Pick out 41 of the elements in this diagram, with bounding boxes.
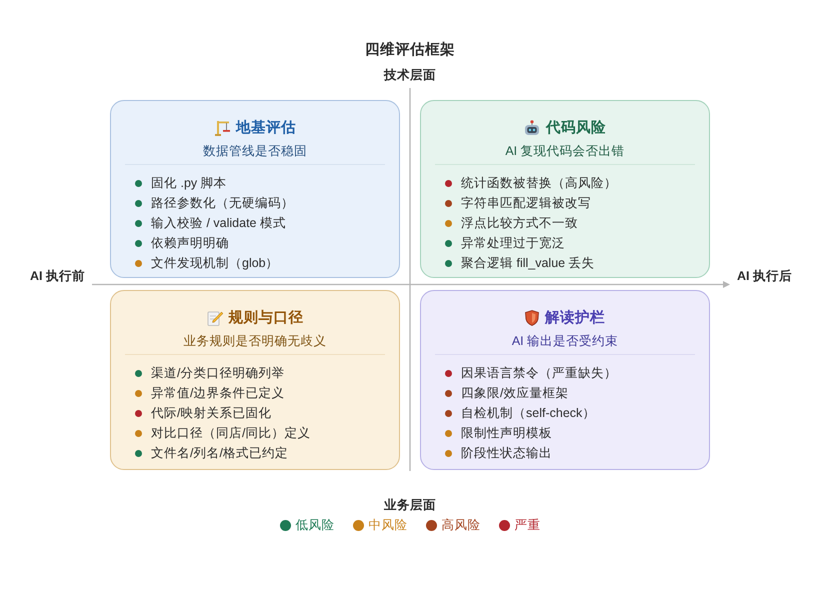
list-item: 依赖声明明确 [151, 235, 229, 251]
list-item: 对比口径（同店/同比）定义 [151, 425, 310, 441]
list-item: 固化 .py 脚本 [151, 175, 227, 191]
list-item: 异常值/边界条件已定义 [151, 385, 284, 401]
list-item: 限制性声明模板 [461, 425, 552, 441]
diagram-title: 四维评估框架 [365, 41, 455, 59]
list-item: 四象限/效应量框架 [461, 385, 568, 401]
list-item: 因果语言禁令（严重缺失） [461, 365, 617, 381]
list-item: 字符串匹配逻辑被改写 [461, 195, 591, 211]
list-item: 浮点比较方式不一致 [461, 215, 578, 231]
list-item: 代际/映射关系已固化 [151, 405, 272, 421]
legend-label: 中风险 [368, 517, 408, 533]
axis-label: 技术层面 [384, 67, 436, 83]
card-title: 代码风险 [546, 119, 606, 137]
axis-label: AI 执行前 [30, 268, 85, 284]
quadrant-card [420, 290, 710, 470]
list-item: 异常处理过于宽泛 [461, 235, 565, 251]
card-subtitle: 数据管线是否稳固 [203, 143, 307, 159]
list-item: 聚合逻辑 fill_value 丢失 [461, 255, 595, 271]
list-item: 文件发现机制（glob） [151, 255, 279, 271]
quadrant-card [110, 290, 400, 470]
axis-label: AI 执行后 [737, 268, 792, 284]
list-item: 文件名/列名/格式已约定 [151, 445, 288, 461]
quadrant-card [110, 100, 400, 278]
list-item: 自检机制（self-check） [461, 405, 596, 421]
legend-label: 严重 [514, 517, 540, 533]
list-item: 渠道/分类口径明确列举 [151, 365, 284, 381]
card-title: 解读护栏 [545, 309, 605, 327]
card-title: 规则与口径 [228, 309, 304, 327]
card-subtitle: AI 输出是否受约束 [512, 333, 618, 349]
legend-label: 高风险 [442, 517, 480, 533]
card-title: 地基评估 [236, 119, 296, 137]
quadrant-card [420, 100, 710, 278]
card-subtitle: 业务规则是否明确无歧义 [184, 333, 326, 349]
card-subtitle: AI 复现代码会否出错 [505, 143, 625, 159]
list-item: 统计函数被替换（高风险） [461, 175, 617, 191]
legend-label: 低风险 [296, 517, 334, 533]
axis-label: 业务层面 [384, 497, 436, 513]
list-item: 阶段性状态输出 [461, 445, 552, 461]
list-item: 输入校验 / validate 模式 [151, 215, 286, 231]
list-item: 路径参数化（无硬编码） [151, 195, 294, 211]
